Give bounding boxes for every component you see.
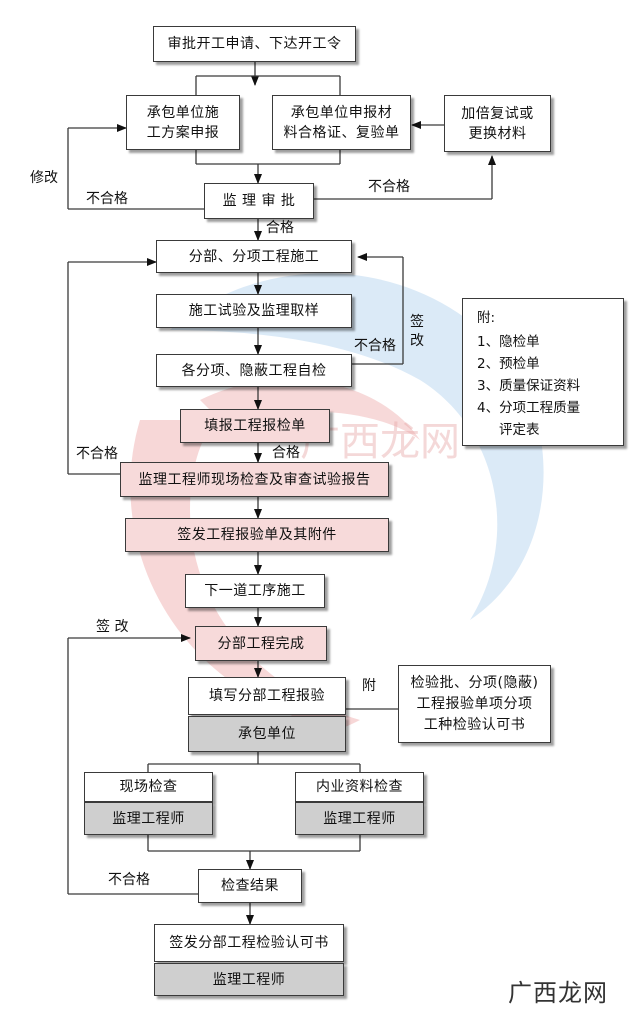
label-sign-modify-1: 签 改 xyxy=(410,314,424,349)
certificate-engineer-box: 监理工程师 xyxy=(154,963,344,996)
sampling-box: 施工试验及监理取样 xyxy=(156,294,352,328)
contractor-material-box: 承包单位申报材 料合格证、复验单 xyxy=(272,95,411,150)
label-fail-inspection: 不合格 xyxy=(76,446,118,462)
contractor-box: 承包单位 xyxy=(188,716,346,752)
note-item: 4、分项工程质量 xyxy=(477,400,581,416)
retest-text: 加倍复试或 更换材料 xyxy=(461,105,534,142)
label-fail-self-check: 不合格 xyxy=(354,338,396,354)
label-attach: 附 xyxy=(362,678,376,694)
label-modify: 修改 xyxy=(30,170,58,186)
next-process-text: 下一道工序施工 xyxy=(204,583,306,599)
fill-division-text: 填写分部工程报验 xyxy=(209,688,325,704)
supervision-review-box: 监 理 审 批 xyxy=(204,183,314,219)
label-fail-result: 不合格 xyxy=(108,872,150,888)
contractor-plan-text: 承包单位施 工方案申报 xyxy=(146,104,220,141)
retest-box: 加倍复试或 更换材料 xyxy=(444,95,551,152)
document-check-box: 内业资料检查 xyxy=(295,772,424,802)
label-pass-review: 合格 xyxy=(266,220,294,236)
division-complete-box: 分部工程完成 xyxy=(195,626,327,661)
issue-report-box: 签发工程报验单及其附件 xyxy=(125,518,389,552)
site-check-engineer-box: 监理工程师 xyxy=(84,802,213,835)
attachments-note: 附: 1、隐检单 2、预检单 3、质量保证资料 4、分项工程质量 评定表 xyxy=(462,298,624,446)
inspection-form-box: 填报工程报检单 xyxy=(180,409,330,443)
label-pass-inspection: 合格 xyxy=(272,445,300,461)
inspection-form-text: 填报工程报检单 xyxy=(204,418,306,434)
attachment-text: 检验批、分项(隐蔽) 工程报验单项分项 工种检验认可书 xyxy=(410,674,539,733)
document-check-engineer-box: 监理工程师 xyxy=(295,802,424,835)
check-result-text: 检查结果 xyxy=(221,878,279,894)
document-check-engineer-text: 监理工程师 xyxy=(323,810,396,827)
note-item: 3、质量保证资料 xyxy=(477,378,581,394)
note-title: 附: xyxy=(477,310,496,326)
contractor-plan-box: 承包单位施 工方案申报 xyxy=(126,95,240,150)
note-item: 2、预检单 xyxy=(477,356,540,372)
approve-start-box: 审批开工申请、下达开工令 xyxy=(153,26,356,62)
construction-box: 分部、分项工程施工 xyxy=(156,240,352,273)
site-watermark-text: 广西龙网 xyxy=(508,979,608,1007)
site-check-text: 现场检查 xyxy=(119,779,178,795)
note-item: 1、隐检单 xyxy=(477,334,540,350)
contractor-text: 承包单位 xyxy=(238,726,296,742)
contractor-material-text: 承包单位申报材 料合格证、复验单 xyxy=(283,104,400,141)
approve-start-text: 审批开工申请、下达开工令 xyxy=(167,36,342,52)
self-check-text: 各分项、隐蔽工程自检 xyxy=(181,362,327,379)
division-complete-text: 分部工程完成 xyxy=(217,635,305,652)
certificate-engineer-text: 监理工程师 xyxy=(212,971,286,988)
label-sign-modify-2: 签 改 xyxy=(96,619,129,635)
fill-division-box: 填写分部工程报验 xyxy=(188,677,346,715)
check-result-box: 检查结果 xyxy=(198,869,302,903)
issue-report-text: 签发工程报验单及其附件 xyxy=(177,527,337,543)
site-check-engineer-text: 监理工程师 xyxy=(112,810,185,827)
site-check-box: 现场检查 xyxy=(84,772,213,802)
engineer-inspection-text: 监理工程师现场检查及审查试验报告 xyxy=(138,471,371,488)
construction-text: 分部、分项工程施工 xyxy=(188,248,320,265)
note-item: 评定表 xyxy=(499,422,540,438)
issue-certificate-box: 签发分部工程检验认可书 xyxy=(154,924,344,962)
label-fail-review: 不合格 xyxy=(86,191,128,207)
label-fail-material: 不合格 xyxy=(368,179,410,195)
supervision-review-text: 监 理 审 批 xyxy=(222,193,296,209)
engineer-inspection-box: 监理工程师现场检查及审查试验报告 xyxy=(120,462,389,497)
document-check-text: 内业资料检查 xyxy=(316,779,403,795)
next-process-box: 下一道工序施工 xyxy=(185,574,325,608)
attachment-box: 检验批、分项(隐蔽) 工程报验单项分项 工种检验认可书 xyxy=(398,665,551,743)
sampling-text: 施工试验及监理取样 xyxy=(188,303,320,319)
issue-certificate-text: 签发分部工程检验认可书 xyxy=(169,935,329,951)
self-check-box: 各分项、隐蔽工程自检 xyxy=(156,354,352,387)
